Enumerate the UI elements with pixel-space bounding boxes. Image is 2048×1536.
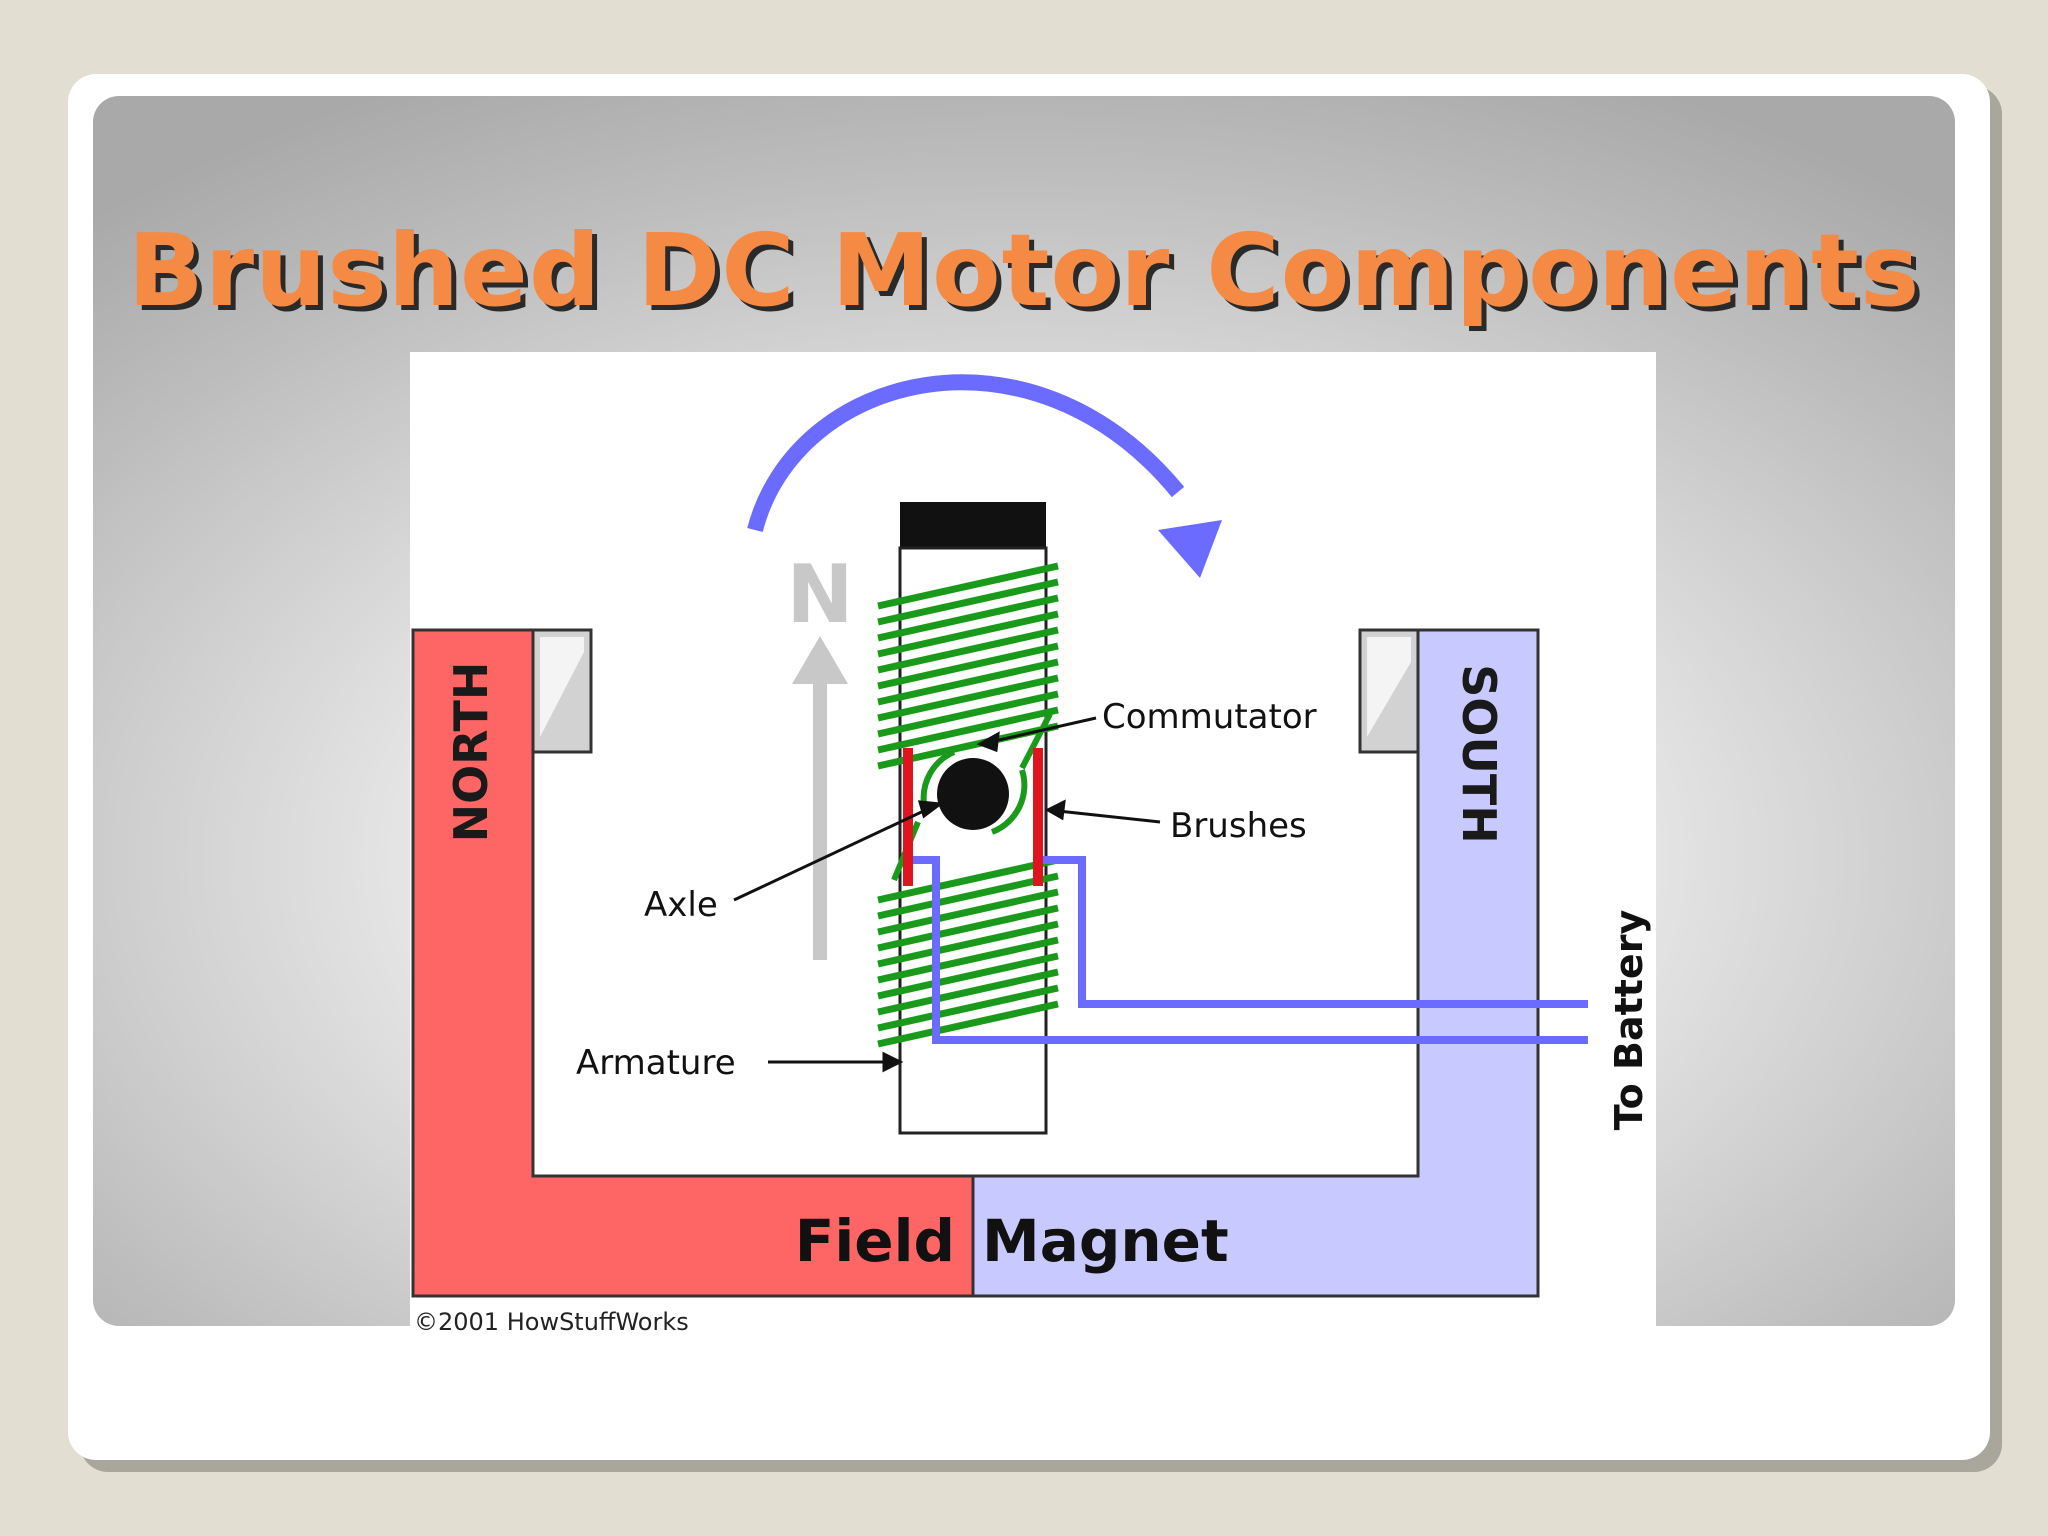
lower-coil: [877, 856, 1059, 1048]
commutator-label: Commutator: [1102, 697, 1317, 737]
field-direction-arrow: [792, 636, 848, 960]
motor-diagram: NORTH SOUTH Field Magnet N: [410, 352, 1656, 1336]
brushes-leader: [1057, 809, 1161, 824]
brushes-label: Brushes: [1170, 806, 1307, 846]
rotation-arrow: [747, 374, 1222, 578]
commutator-leader: [989, 716, 1097, 744]
axle-label: Axle: [644, 885, 718, 925]
south-pole-shoe: [1358, 628, 1420, 754]
battery-wires: [913, 856, 1588, 1044]
armature-label: Armature: [576, 1043, 736, 1083]
north-label: NORTH: [444, 662, 498, 843]
north-pole-shoe: [531, 628, 593, 754]
field-magnet-label-right: Magnet: [982, 1207, 1229, 1275]
axle: [937, 758, 1009, 830]
south-pole: [971, 628, 1540, 1298]
field-magnet-label-left: Field: [795, 1207, 955, 1275]
field-arrow-label: N: [787, 548, 854, 641]
copyright-notice: ©2001 HowStuffWorks: [414, 1308, 689, 1336]
axle-leader: [733, 806, 931, 902]
to-battery-label: To Battery: [1607, 910, 1651, 1131]
south-label: SOUTH: [1452, 664, 1506, 843]
slide-title: Brushed DC Motor Components: [127, 212, 1921, 329]
